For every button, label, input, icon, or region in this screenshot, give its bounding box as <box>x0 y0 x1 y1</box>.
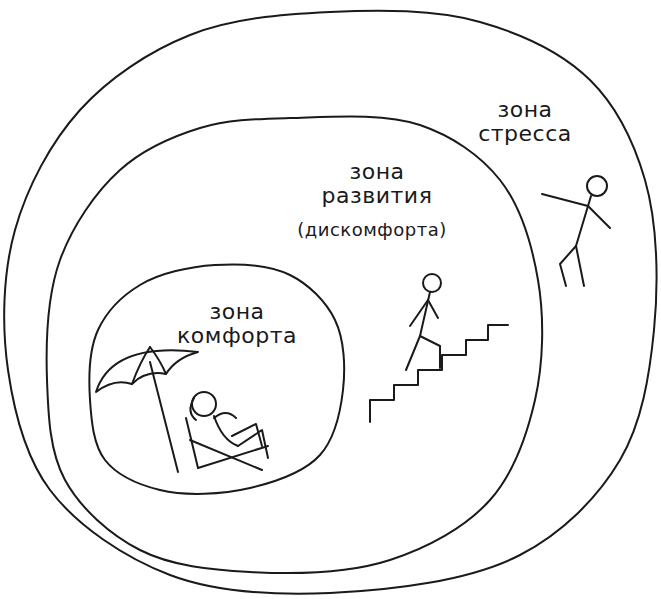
zone-border <box>4 11 656 594</box>
stressed-person <box>542 176 610 286</box>
zone-border <box>89 264 344 493</box>
resting-person <box>186 392 268 470</box>
zone-outline <box>5 5 657 597</box>
zone-sublabel: (дискомфорта) <box>292 220 452 240</box>
stress-zone: зона стрессазона развития(дискомфорта)зо… <box>5 5 657 597</box>
zone-outline <box>88 262 346 494</box>
zone-label: зона развития <box>312 160 442 208</box>
zone-label: зона комфорта <box>167 300 307 348</box>
development-zone: зона развития (дискомфорта) зона комфорта <box>45 115 545 575</box>
zone-label: зона стресса <box>470 98 580 146</box>
umbrella-figure <box>96 347 198 472</box>
stairs-climber <box>370 274 508 422</box>
comfort-zone: зона комфорта <box>88 262 346 494</box>
zone-border <box>47 116 543 573</box>
